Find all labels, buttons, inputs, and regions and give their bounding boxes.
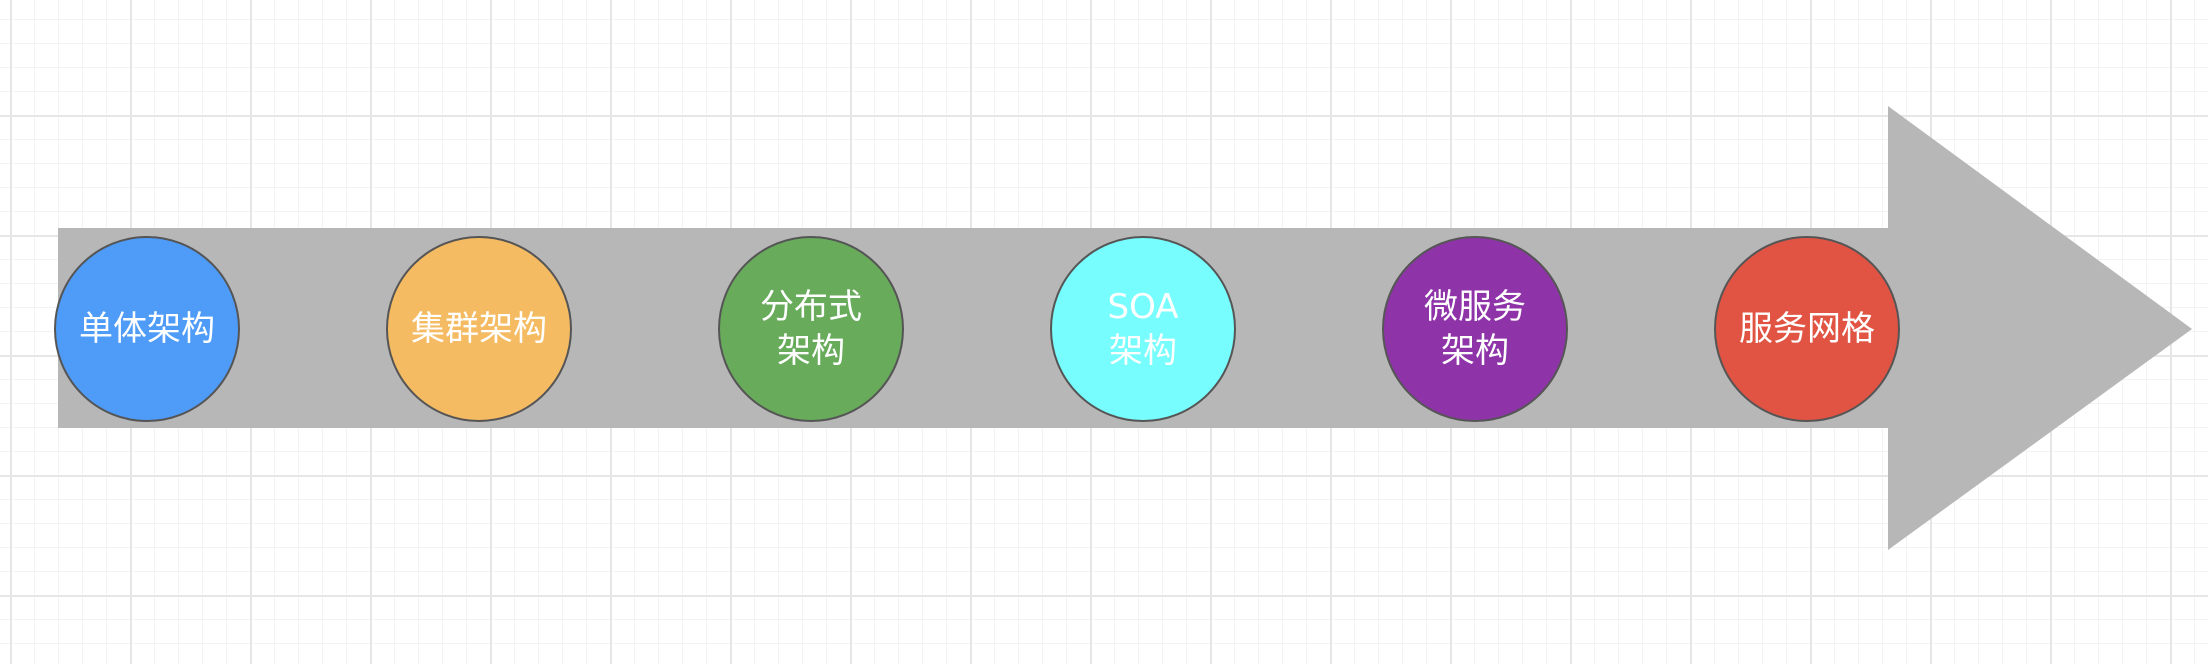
node-service-mesh: 服务网格 xyxy=(1714,236,1900,422)
node-label: 分布式 xyxy=(760,287,862,327)
node-cluster: 集群架构 xyxy=(386,236,572,422)
node-circle xyxy=(1714,236,1900,422)
node-label: 架构 xyxy=(1441,331,1509,371)
node-label: 单体架构 xyxy=(79,309,215,349)
node-label: 微服务 xyxy=(1424,287,1526,327)
node-circle xyxy=(54,236,240,422)
node-label: 架构 xyxy=(777,331,845,371)
node-label: 集群架构 xyxy=(411,309,547,349)
node-label: 服务网格 xyxy=(1739,309,1875,349)
node-monolith: 单体架构 xyxy=(54,236,240,422)
nodes-layer: 单体架构集群架构分布式架构SOA架构微服务架构服务网格 xyxy=(54,236,1900,422)
node-circle xyxy=(1382,236,1568,422)
node-label: 架构 xyxy=(1109,331,1177,371)
node-circle xyxy=(386,236,572,422)
node-circle xyxy=(718,236,904,422)
node-label: SOA xyxy=(1107,287,1178,327)
node-circle xyxy=(1050,236,1236,422)
